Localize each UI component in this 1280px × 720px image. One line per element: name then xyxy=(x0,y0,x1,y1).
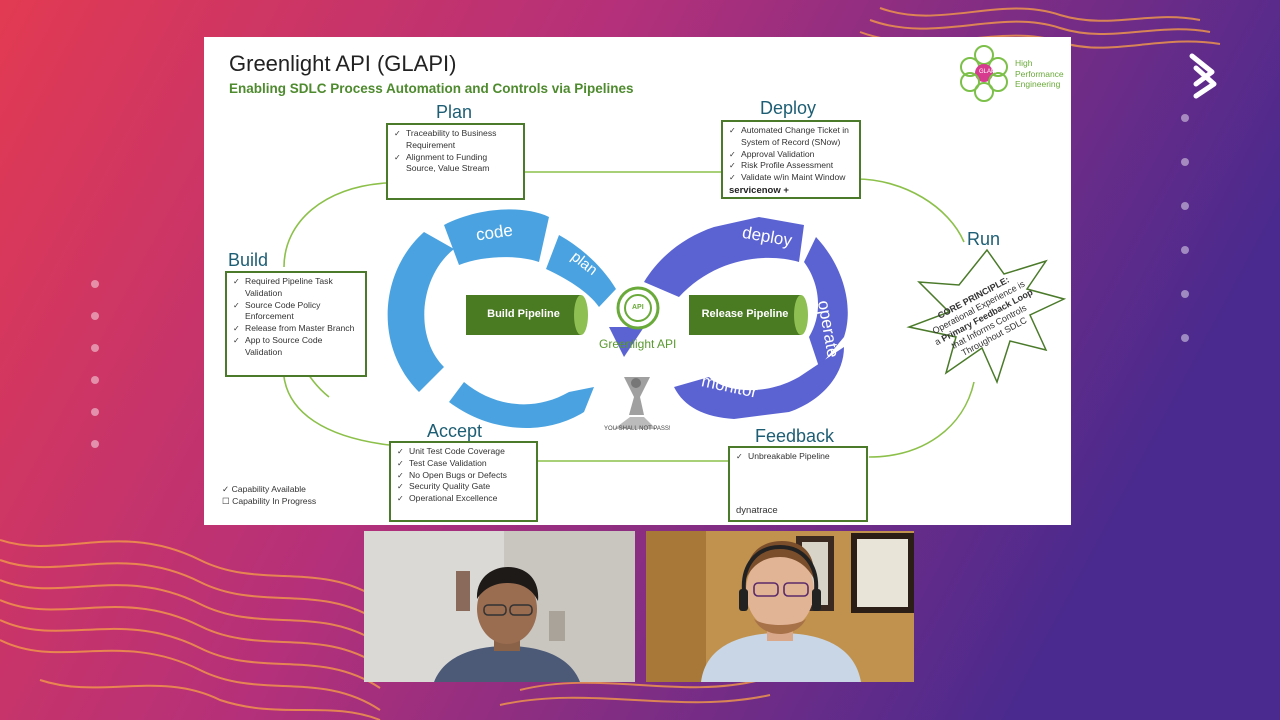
hpe-logo-text: High Performance Engineering xyxy=(1015,58,1064,89)
gear-api-icon xyxy=(616,286,660,330)
loop-diagram xyxy=(283,45,1067,462)
list-item: Risk Profile Assessment xyxy=(729,160,853,172)
dynatrace-logo: dynatrace xyxy=(736,505,778,516)
list-item: Unit Test Code Coverage xyxy=(397,446,530,458)
participant-left xyxy=(364,531,635,682)
servicenow-logo: servicenow xyxy=(729,184,781,196)
list-item: Automated Change Ticket in System of Rec… xyxy=(729,125,853,149)
loop-label-build: build xyxy=(430,312,450,348)
core-principle-starburst xyxy=(906,248,1067,385)
release-pipeline-label: Release Pipeline xyxy=(701,308,789,320)
list-item: Traceability to Business Requirement xyxy=(394,128,517,152)
wizard-caption: YOU SHALL NOT PASS! xyxy=(604,426,671,432)
section-title-run: Run xyxy=(967,229,1001,249)
list-item: Required Pipeline Task Validation xyxy=(233,276,359,300)
accept-box: Unit Test Code Coverage Test Case Valida… xyxy=(389,441,538,522)
legend: ✓ Capability Available ☐ Capability In P… xyxy=(222,484,317,506)
build-pipeline-label: Build Pipeline xyxy=(487,308,560,320)
list-item: Unbreakable Pipeline xyxy=(736,451,860,463)
section-title-feedback: Feedback xyxy=(755,426,835,446)
brand-logo-icon xyxy=(1189,53,1217,99)
list-item: Security Quality Gate xyxy=(397,481,530,493)
list-item: Operational Excellence xyxy=(397,493,530,505)
section-title-deploy: Deploy xyxy=(760,98,817,118)
list-item: Approval Validation xyxy=(729,149,853,161)
api-gear-text: API xyxy=(632,304,644,311)
greenlight-api-label: Greenlight API xyxy=(599,337,677,351)
list-item: Alignment to Funding Source, Value Strea… xyxy=(394,152,517,176)
list-item: Validate w/in Maint Window xyxy=(729,172,853,184)
hpe-logo xyxy=(960,45,1008,102)
hpe-logo-center: GLAPI xyxy=(979,69,997,75)
section-title-build: Build xyxy=(228,250,269,270)
participant-right xyxy=(646,531,914,682)
list-item: Release from Master Branch xyxy=(233,323,359,335)
video-feed-right xyxy=(646,531,914,682)
section-title-accept: Accept xyxy=(427,421,483,441)
list-item: App to Source Code Validation xyxy=(233,335,359,359)
list-item: No Open Bugs or Defects xyxy=(397,470,530,482)
video-feed-left xyxy=(364,531,635,682)
plan-box: Traceability to Business Requirement Ali… xyxy=(386,123,525,200)
check-icon: ✓ xyxy=(222,484,230,494)
deploy-box: Automated Change Ticket in System of Rec… xyxy=(721,120,861,199)
list-item: Source Code Policy Enforcement xyxy=(233,300,359,324)
slide-subtitle: Enabling SDLC Process Automation and Con… xyxy=(229,81,634,96)
plus-sign: + xyxy=(783,184,789,196)
slide-title: Greenlight API (GLAPI) xyxy=(229,51,457,76)
section-title-plan: Plan xyxy=(436,102,473,122)
checkbox-icon: ☐ xyxy=(222,496,230,506)
wizard-icon xyxy=(614,377,656,429)
presentation-slide: Greenlight API (GLAPI) Enabling SDLC Pro… xyxy=(204,37,1071,525)
build-box: Required Pipeline Task Validation Source… xyxy=(225,271,367,377)
list-item: Test Case Validation xyxy=(397,458,530,470)
feedback-box: Unbreakable Pipeline dynatrace xyxy=(728,446,868,522)
